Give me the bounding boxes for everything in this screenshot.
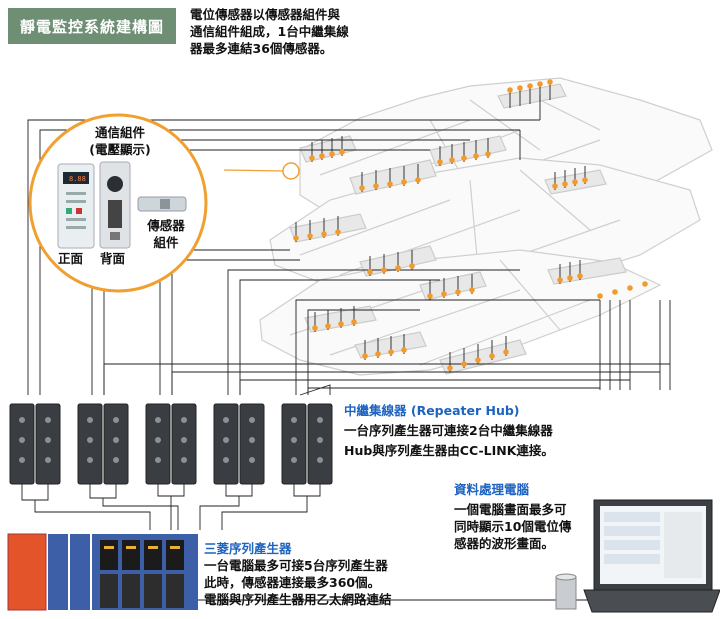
intro-line-2: 通信組件組成，1台中繼集線 (190, 24, 349, 39)
storage-cylinder (555, 573, 577, 610)
sensor-unit-line-1: 傳感器 (147, 218, 185, 233)
intro-line-1: 電位傳感器以傳感器組件與 (190, 7, 341, 22)
hub-title: 中繼集線器 (Repeater Hub) (344, 403, 520, 418)
pc-title: 資料處理電腦 (454, 482, 530, 497)
plc-rack (7, 533, 198, 611)
plc-description: 三菱序列產生器 一台電腦最多可接5台序列產生器 此時，傳感器連接最多360個。 … (204, 540, 392, 608)
pc-line-3: 感器的波形畫面。 (454, 536, 555, 551)
back-label: 背面 (100, 251, 126, 266)
hub-line-1: 一台序列產生器可連接2台中繼集線器 (344, 423, 553, 438)
comm-unit-line-1: 通信組件 (94, 125, 145, 140)
callout-circle (28, 113, 208, 293)
intro-line-3: 器最多連結36個傳感器。 (190, 41, 333, 56)
plc-line-2: 此時，傳感器連接最多360個。 (204, 575, 381, 590)
hub-line-2: Hub與序列產生器由CC-LINK連接。 (344, 443, 554, 458)
plc-line-1: 一台電腦最多可接5台序列產生器 (204, 558, 388, 573)
pc-line-1: 一個電腦畫面最多可 (454, 502, 567, 517)
device-display-value: 8.88 (69, 175, 86, 183)
sensor-wiring (27, 80, 671, 396)
laptop (583, 499, 720, 613)
sensor-dots (293, 79, 648, 371)
pc-line-2: 同時顯示10個電位傳 (454, 519, 572, 534)
front-label: 正面 (58, 251, 84, 266)
zoom-marker (282, 162, 300, 180)
sensor-unit-label: 傳感器 組件 (140, 217, 192, 251)
comm-unit-line-2: (電壓顯示) (89, 142, 151, 157)
sensor-unit-line-2: 組件 (153, 235, 179, 250)
hub-description: 中繼集線器 (Repeater Hub) 一台序列產生器可連接2台中繼集線器 H… (344, 402, 554, 459)
repeater-hubs (9, 403, 333, 530)
floor-plans (259, 77, 713, 376)
plc-title: 三菱序列產生器 (204, 541, 292, 556)
diagram-title: 靜電監控系統建構圖 (8, 8, 176, 44)
pc-description: 資料處理電腦 一個電腦畫面最多可 同時顯示10個電位傳 感器的波形畫面。 (454, 481, 571, 552)
comm-unit-label: 通信組件 (電壓顯示) (80, 124, 160, 158)
intro-text: 電位傳感器以傳感器組件與 通信組件組成，1台中繼集線 器最多連結36個傳感器。 (190, 6, 430, 57)
plc-line-3: 電腦與序列產生器用乙太網路連結 (204, 592, 392, 607)
